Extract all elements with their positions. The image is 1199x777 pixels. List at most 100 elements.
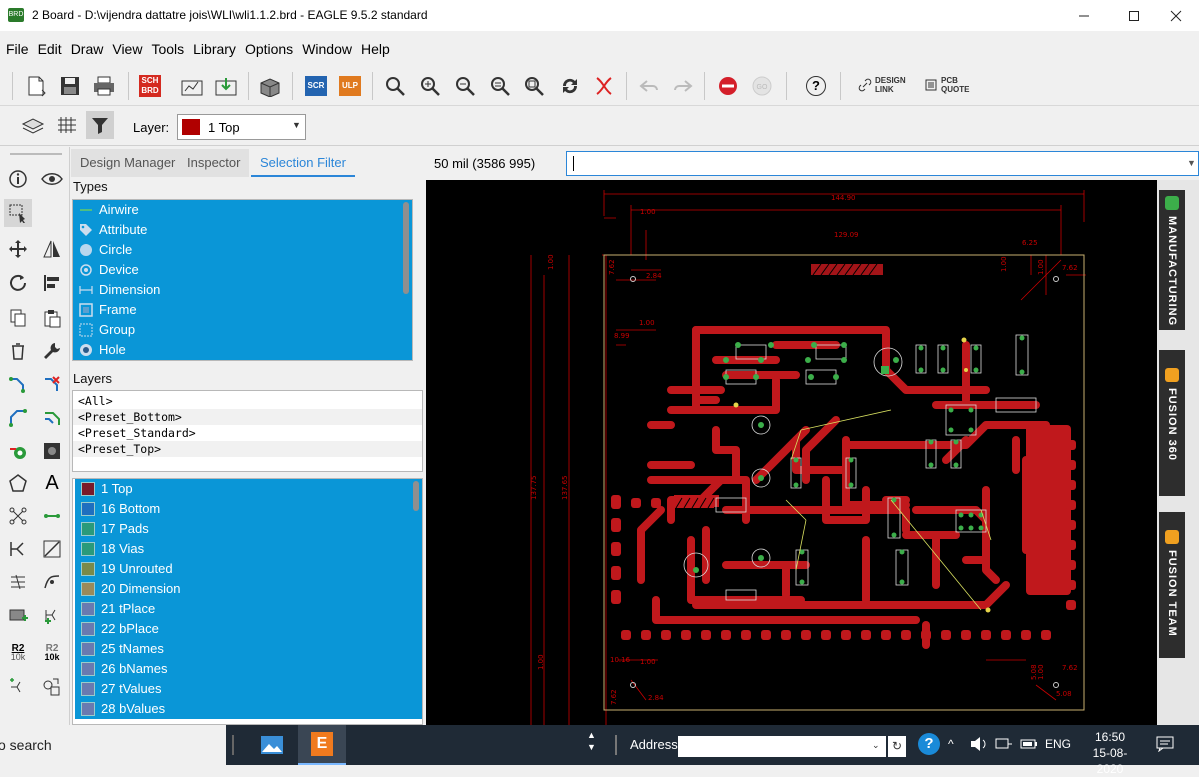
optimize-tool[interactable] [38,405,66,433]
menu-options[interactable]: Options [244,41,294,57]
polygon-tool[interactable] [4,469,32,497]
delete-tool[interactable] [4,337,32,365]
command-input[interactable]: ▼ [566,151,1199,176]
types-list[interactable]: Airwire Attribute Circle Device Dimensio… [72,199,413,361]
list-item[interactable]: Device [73,260,412,280]
change-tool[interactable] [38,337,66,365]
run-ulp-button[interactable]: ULP [336,72,364,100]
help-button[interactable]: ? [802,72,830,100]
layer-list-item[interactable]: 25 tNames [75,639,422,659]
layer-list-item[interactable]: 27 tValues [75,679,422,699]
preset-list[interactable]: <All> <Preset_Bottom> <Preset_Standard> … [72,390,423,472]
via-tool[interactable] [4,437,32,465]
run-script-button[interactable]: SCR [302,72,330,100]
menu-help[interactable]: Help [360,41,390,57]
chevron-up-icon[interactable]: ^ [948,737,954,751]
redo-button[interactable] [669,72,697,100]
zoom-in-button[interactable] [416,72,444,100]
menu-edit[interactable]: Edit [37,41,62,57]
selection-filter-button[interactable] [86,111,114,139]
print-button[interactable] [90,72,118,100]
split-tool[interactable] [4,535,32,563]
chevron-down-icon[interactable]: ⌄ [872,740,880,750]
zoom-last-button[interactable] [486,72,514,100]
wire-tool[interactable] [38,502,66,530]
pcb-layout[interactable]: 144.90 129.09 1.00 1.00 8.99 2.84 6.25 7… [426,180,1157,725]
menu-file[interactable]: File [6,41,29,57]
grid-button[interactable] [54,111,82,139]
move-tool[interactable] [4,235,32,263]
tab-inspector[interactable]: Inspector [178,149,250,177]
paste-tool[interactable] [38,304,66,332]
library-button[interactable] [256,72,284,100]
copy-tool[interactable] [4,304,32,332]
menu-tools[interactable]: Tools [151,41,185,57]
tab-fusion-team[interactable]: FUSION TEAM [1159,512,1185,658]
polygon-fill-tool[interactable] [38,437,66,465]
zoom-select-button[interactable] [521,72,549,100]
rotate-tool[interactable] [4,269,32,297]
stop-button[interactable] [714,72,742,100]
autorouter-tool[interactable] [4,405,32,433]
go-button[interactable]: GO [748,72,776,100]
help-tray-icon[interactable]: ? [918,733,940,755]
menu-window[interactable]: Window [302,41,352,57]
add-component-tool[interactable] [38,602,66,630]
menu-view[interactable]: View [112,41,143,57]
list-item[interactable]: Dimension [73,280,412,300]
list-item[interactable]: Frame [73,300,412,320]
menu-draw[interactable]: Draw [70,41,104,57]
language-indicator[interactable]: ENG [1045,737,1072,751]
dimension-tool[interactable] [4,568,32,596]
list-item[interactable]: <Preset_Standard> [78,426,196,440]
layer-settings-button[interactable] [20,111,48,139]
layer-list-item[interactable]: 22 bPlace [75,619,422,639]
tab-manufacturing[interactable]: MANUFACTURING [1159,190,1185,330]
list-item[interactable]: <Preset_Top> [73,441,422,457]
layers-scrollbar[interactable] [413,481,419,511]
layer-list-item[interactable]: 19 Unrouted [75,559,422,579]
eagle-app-button[interactable]: E [298,725,346,765]
text-tool[interactable]: A [38,469,66,497]
list-item[interactable]: Attribute [73,220,412,240]
toolbar-scroll-arrows[interactable]: ▲▼ [587,730,596,752]
list-item[interactable]: <All> [78,394,113,408]
photos-app-button[interactable] [248,725,296,765]
notifications-icon[interactable] [1156,736,1174,755]
tab-design-manager[interactable]: Design Manager [71,149,185,177]
list-item[interactable]: Hole [73,340,412,360]
board-canvas[interactable]: 144.90 129.09 1.00 1.00 8.99 2.84 6.25 7… [426,180,1157,725]
redraw-button[interactable] [556,72,584,100]
list-item[interactable]: Airwire [73,200,412,220]
ripup-tool[interactable] [38,371,66,399]
list-item[interactable]: <Preset_Bottom> [73,409,422,425]
types-scrollbar[interactable] [403,202,409,294]
route-tool[interactable] [4,371,32,399]
line-tool[interactable] [38,535,66,563]
layer-select[interactable]: 1 Top ▼ [177,114,306,140]
battery-icon[interactable] [1020,736,1038,755]
layer-list-item[interactable]: 20 Dimension [75,579,422,599]
volume-icon[interactable] [970,736,988,755]
close-button[interactable] [1153,0,1199,31]
show-tool[interactable] [38,165,66,193]
replace-tool[interactable] [4,673,32,701]
address-go-button[interactable]: ↻ [888,736,906,757]
chevron-down-icon[interactable]: ▼ [1187,158,1196,168]
cam-processor-button[interactable] [178,72,206,100]
list-item[interactable]: Circle [73,240,412,260]
zoom-fit-button[interactable] [381,72,409,100]
layer-list-item[interactable]: 26 bNames [75,659,422,679]
swap-tool[interactable] [38,673,66,701]
list-item[interactable]: Group [73,320,412,340]
add-part-tool[interactable] [4,602,32,630]
net-tool[interactable] [4,502,32,530]
export-button[interactable] [212,72,240,100]
maximize-button[interactable] [1111,0,1157,31]
